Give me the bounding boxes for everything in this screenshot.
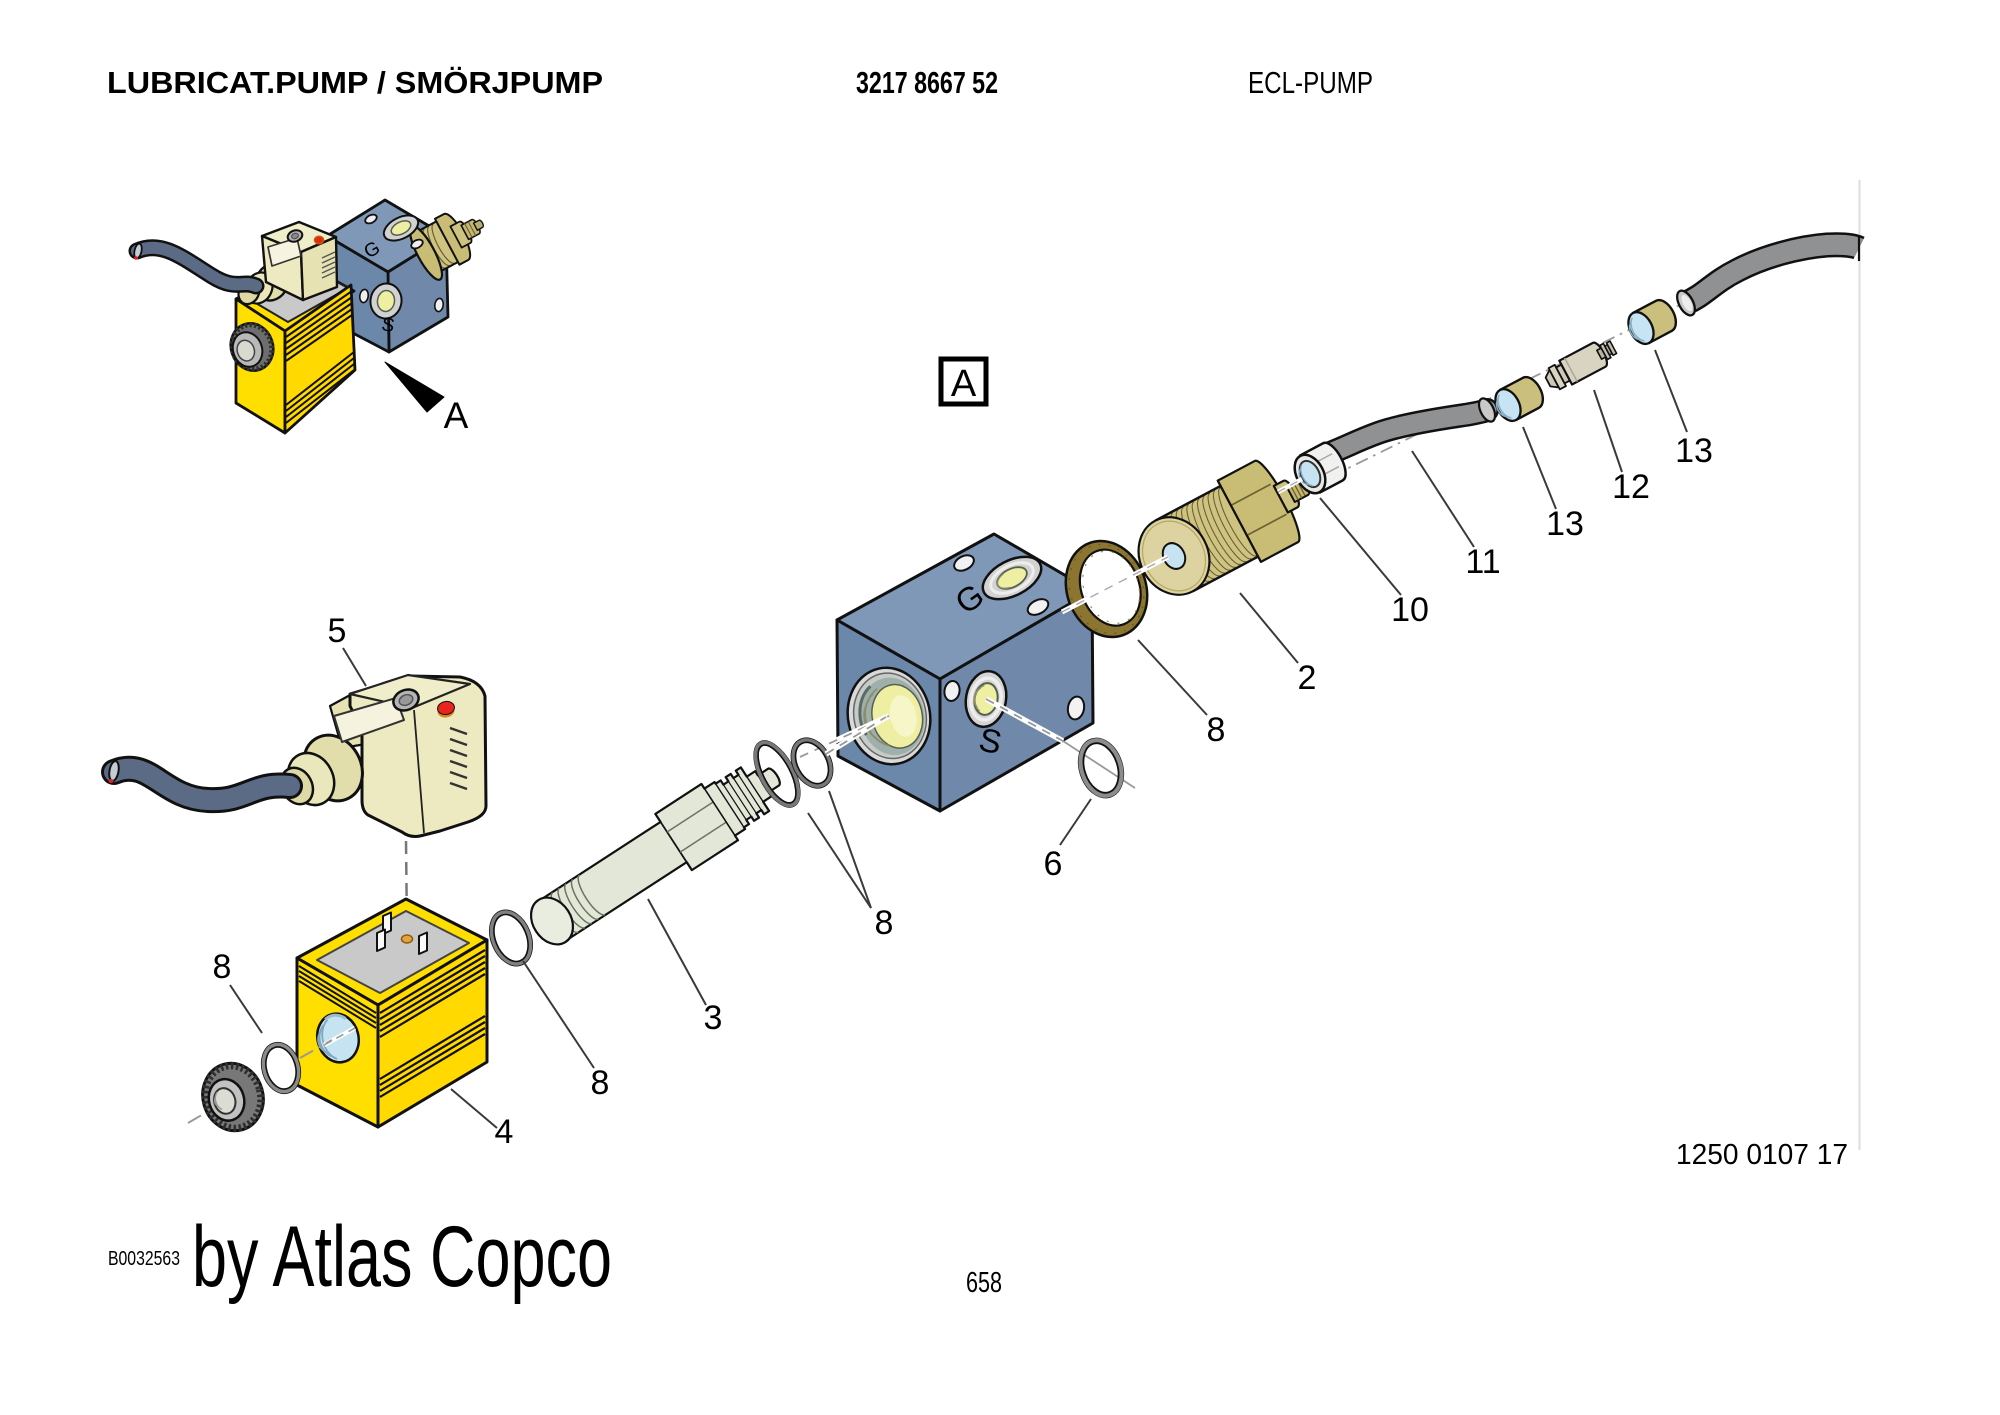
svg-text:1250 0107 17: 1250 0107 17 bbox=[1676, 1139, 1848, 1171]
svg-text:2: 2 bbox=[1298, 659, 1317, 697]
svg-text:12: 12 bbox=[1612, 468, 1650, 506]
svg-text:658: 658 bbox=[966, 1267, 1002, 1299]
svg-text:8: 8 bbox=[875, 904, 894, 942]
svg-text:11: 11 bbox=[1465, 543, 1500, 581]
svg-text:6: 6 bbox=[1044, 845, 1063, 883]
svg-text:S: S bbox=[380, 314, 396, 337]
svg-text:A: A bbox=[444, 395, 469, 436]
svg-text:A: A bbox=[951, 363, 977, 405]
svg-text:8: 8 bbox=[591, 1064, 610, 1102]
svg-text:B0032563: B0032563 bbox=[108, 1248, 180, 1270]
svg-text:3217 8667 52: 3217 8667 52 bbox=[856, 65, 998, 100]
svg-text:13: 13 bbox=[1675, 432, 1713, 470]
svg-text:ECL-PUMP: ECL-PUMP bbox=[1248, 65, 1373, 100]
svg-text:8: 8 bbox=[1207, 711, 1226, 749]
svg-text:LUBRICAT.PUMP / SMÖRJPUMP: LUBRICAT.PUMP / SMÖRJPUMP bbox=[107, 65, 603, 100]
svg-text:13: 13 bbox=[1546, 505, 1584, 543]
svg-text:10: 10 bbox=[1391, 591, 1429, 629]
svg-text:8: 8 bbox=[213, 948, 232, 986]
svg-text:by Atlas Copco: by Atlas Copco bbox=[192, 1209, 612, 1305]
svg-text:3: 3 bbox=[704, 999, 723, 1037]
svg-text:4: 4 bbox=[495, 1113, 514, 1151]
svg-text:5: 5 bbox=[328, 612, 347, 650]
